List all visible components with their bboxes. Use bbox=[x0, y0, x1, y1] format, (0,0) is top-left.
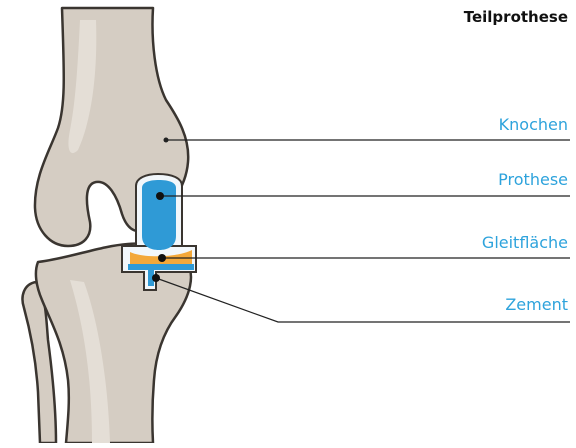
leader-dot-prothese bbox=[156, 192, 164, 200]
tibia-bone bbox=[36, 244, 191, 443]
prosthesis-component bbox=[142, 180, 176, 250]
leader-dot-knochen bbox=[164, 138, 169, 143]
label-cement: Zement bbox=[505, 296, 568, 314]
diagram-title: Teilprothese bbox=[464, 8, 568, 26]
label-bone: Knochen bbox=[499, 116, 568, 134]
leader-dot-zement bbox=[152, 274, 160, 282]
label-sliding-surface: Gleitfläche bbox=[482, 234, 568, 252]
leader-dot-gleitflaeche bbox=[158, 254, 166, 262]
label-prosthesis: Prothese bbox=[498, 171, 568, 189]
